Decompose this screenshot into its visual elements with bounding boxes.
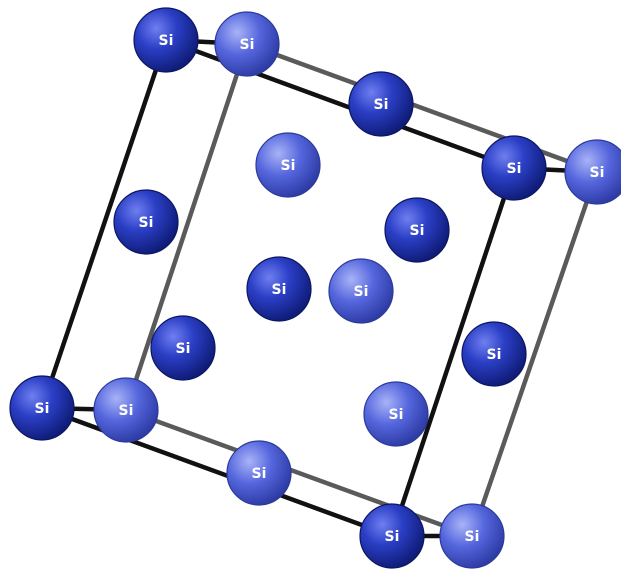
atom-label: Si [272, 282, 287, 298]
si-atom-right-face: Si [461, 321, 527, 387]
atom-label: Si [119, 403, 134, 419]
si-atom-center-light: Si [328, 258, 394, 324]
atom-label: Si [281, 158, 296, 174]
atom-sphere [214, 11, 280, 77]
atom-sphere [113, 189, 179, 255]
atom-sphere [359, 503, 425, 569]
atom-sphere [348, 71, 414, 137]
atom-sphere [93, 377, 159, 443]
si-atom-back-top-right: Si [564, 139, 621, 205]
si-atom-top-edge: Si [348, 71, 414, 137]
si-atom-front-top-left: Si [133, 7, 199, 73]
si-atom-bottom-edge: Si [226, 440, 292, 506]
atom-sphere [481, 135, 547, 201]
atom-sphere [328, 258, 394, 324]
back-edge-left [123, 41, 250, 413]
si-atom-front-bottom-left: Si [9, 375, 75, 441]
front-edge-bottom [39, 405, 395, 539]
front-edge-right [389, 165, 517, 539]
atom-sphere [9, 375, 75, 441]
atom-label: Si [252, 466, 267, 482]
si-atom-left-face: Si [113, 189, 179, 255]
si-atom-front-top-right: Si [481, 135, 547, 201]
atom-label: Si [507, 161, 522, 177]
back-edge-right [469, 169, 600, 539]
atom-label: Si [139, 215, 154, 231]
atom-sphere [384, 197, 450, 263]
atom-label: Si [590, 165, 605, 181]
atom-label: Si [35, 401, 50, 417]
atom-label: Si [487, 347, 502, 363]
si-atom-center-dark: Si [246, 256, 312, 322]
si-atom-interior-right-upper: Si [384, 197, 450, 263]
atom-sphere [246, 256, 312, 322]
atom-sphere [363, 381, 429, 447]
atom-sphere [133, 7, 199, 73]
front-edge-left [39, 37, 169, 411]
atom-sphere [461, 321, 527, 387]
si-atom-back-bottom-right: Si [439, 503, 505, 569]
atom-label: Si [176, 341, 191, 357]
atom-sphere [439, 503, 505, 569]
atom-label: Si [159, 33, 174, 49]
atom-label: Si [389, 407, 404, 423]
si-atom-front-bottom-right: Si [359, 503, 425, 569]
atom-label: Si [385, 529, 400, 545]
corner-connector-bonds [39, 37, 600, 539]
atom-sphere [564, 139, 621, 205]
atom-sphere [150, 315, 216, 381]
atom-label: Si [410, 223, 425, 239]
atom-sphere [255, 132, 321, 198]
si-atom-interior-upper: Si [255, 132, 321, 198]
atom-label: Si [374, 97, 389, 113]
si-atom-interior-lower-right: Si [363, 381, 429, 447]
atom-label: Si [354, 284, 369, 300]
atom-label: Si [465, 529, 480, 545]
si-atom-interior-left-lower: Si [150, 315, 216, 381]
si-atom-back-top-left: Si [214, 11, 280, 77]
atom-label: Si [240, 37, 255, 53]
si-atom-back-bottom-left: Si [93, 377, 159, 443]
atom-sphere [226, 440, 292, 506]
